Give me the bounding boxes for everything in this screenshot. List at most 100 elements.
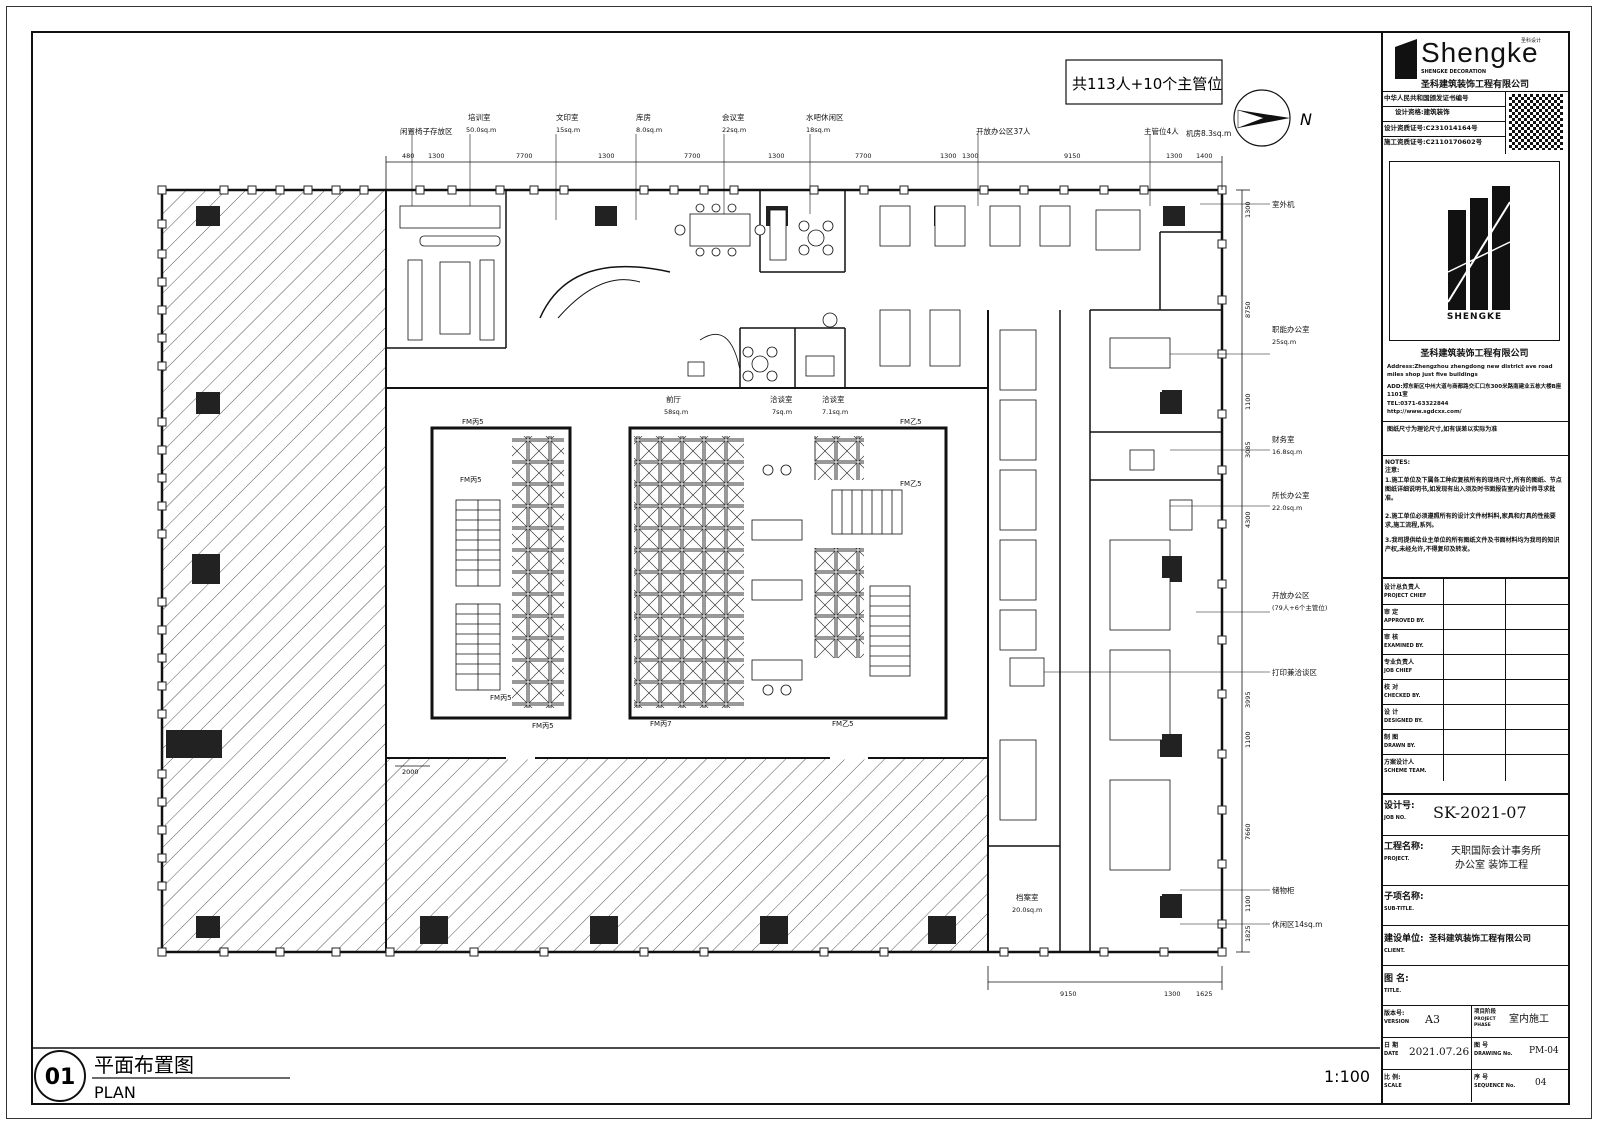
svg-text:N: N: [1300, 110, 1312, 129]
elevator-bank-3: [814, 436, 864, 480]
core-right: [628, 426, 948, 720]
role-en: DRAWN BY.: [1384, 743, 1416, 749]
sheet-outer-border: [6, 6, 1592, 1119]
core-tag: FM乙5: [900, 480, 922, 488]
phase-value: 室内施工: [1509, 1014, 1549, 1025]
role-cn: 审 定: [1384, 609, 1399, 616]
dark-cabinets: [1162, 390, 1182, 916]
label-storage: 库房: [636, 112, 651, 122]
dim-top-8: 1300: [940, 152, 957, 160]
job-number-row: 设计号: JOB NO. SK-2021-07: [1381, 793, 1568, 835]
label-finance: 财务室: [1272, 434, 1295, 444]
tel: TEL:0371-63322844: [1387, 401, 1449, 407]
cert-design: 设计资格:建筑装饰: [1395, 108, 1450, 116]
job-no-label: 设计号:: [1384, 801, 1415, 811]
role-en: DESIGNED BY.: [1384, 718, 1423, 724]
floor-plan: N 480 1300 7700 1300 7700 1300 7700 1300…: [31, 59, 1380, 1102]
area-lobby: 58sq.m: [664, 408, 688, 416]
figure-en: TITLE.: [1384, 988, 1402, 994]
dim-top-11: 1300: [1166, 152, 1183, 160]
label-docs: 文印室: [556, 112, 579, 122]
area-nego1: 7sq.m: [772, 408, 792, 416]
headcount-box: [1065, 59, 1223, 105]
website-link[interactable]: http://www.sgdcxx.com/: [1387, 409, 1462, 415]
project-en: PROJECT.: [1384, 856, 1410, 862]
label-archive: 档案室: [1016, 892, 1039, 902]
role-en: SCHEME TEAM.: [1384, 768, 1427, 774]
dim-top-6: 1300: [768, 152, 785, 160]
area-meeting: 22sq.m: [722, 126, 746, 134]
drawing-no-value: PM-04: [1529, 1046, 1559, 1056]
core-tag: FM丙5: [532, 722, 554, 730]
headcount-note: 共113人+10个主管位: [1072, 75, 1222, 93]
notes-block: NOTES: 注意: 1.施工单位及下属各工种应复核所有的现场尺寸,所有的图纸、…: [1381, 455, 1568, 573]
dim-right-7: 1100: [1244, 731, 1252, 748]
drawing-title-en: PLAN: [94, 1083, 136, 1102]
reception-curve-wall: [539, 265, 671, 319]
label-hr: 职能办公室: [1272, 324, 1310, 334]
core-tag: FM乙5: [832, 720, 854, 728]
drawing-no-label: 图 号: [1474, 1042, 1489, 1049]
subtitle-label: 子项名称:: [1384, 892, 1424, 902]
brand-small: 圣科设计: [1521, 38, 1542, 44]
scale-en: SCALE: [1384, 1083, 1402, 1089]
label-water-bar: 水吧休闲区: [806, 112, 844, 122]
elevator-bank-4: [814, 548, 864, 658]
dimension-lines: [385, 156, 1250, 990]
date-value: 2021.07.26: [1409, 1046, 1470, 1058]
dim-bottom-1: 9150: [1060, 990, 1077, 998]
figure-row: 图 名: TITLE.: [1381, 965, 1568, 1005]
address-en: Address:Zhengzhou zhengdong new district…: [1387, 364, 1553, 378]
core-tag: FM丙5: [460, 476, 482, 484]
dim-top-10: 9150: [1064, 152, 1081, 160]
label-nego1: 洽谈室: [770, 394, 793, 404]
subtitle-en: SUB-TITLE.: [1384, 906, 1414, 912]
phase-en: PROJECT PHASE: [1474, 1017, 1496, 1028]
meeting-room-furniture: [674, 203, 766, 257]
stairs: [455, 489, 911, 691]
dim-top-3: 7700: [516, 152, 533, 160]
dim-top-4: 1300: [598, 152, 615, 160]
dim-right-1: 1300: [1244, 201, 1252, 218]
area-training: 50.0sq.m: [466, 126, 496, 134]
client-en: CLIENT.: [1384, 948, 1405, 954]
version-en: VERSION: [1384, 1019, 1410, 1025]
project-line-2: 办公室 装饰工程: [1455, 860, 1529, 871]
dim-bottom-3: 1625: [1196, 990, 1213, 998]
sheet-inner-border: [31, 31, 1570, 1105]
dim-right-4: 3085: [1244, 441, 1252, 458]
version-row: 版本号: VERSION A3 项目阶段 PROJECT PHASE 室内施工: [1381, 1005, 1568, 1102]
notes-title: NOTES:: [1385, 459, 1411, 466]
elevator-bank-2: [634, 436, 744, 708]
date-label: 日 期: [1384, 1042, 1399, 1049]
project-row: 工程名称: PROJECT. 天职国际会计事务所 办公室 装饰工程: [1381, 835, 1568, 885]
workstations-middle: [999, 329, 1193, 871]
lobby-furniture: [687, 312, 838, 382]
role-en: EXAMINED BY.: [1384, 643, 1424, 649]
project-line-1: 天职国际会计事务所: [1451, 846, 1541, 857]
area-hr: 25sq.m: [1272, 338, 1296, 346]
dim-right-3: 1100: [1244, 393, 1252, 410]
dim-right-6: 3995: [1244, 691, 1252, 708]
logo-text: SHENGKE: [1446, 312, 1503, 322]
cert-no1: 设计资质证号:C231014164号: [1384, 124, 1478, 132]
area-finance: 16.8sq.m: [1272, 448, 1302, 456]
area-open-office-79: (79人+6个主管位): [1272, 603, 1327, 612]
area-storage: 8.0sq.m: [636, 126, 662, 134]
title-block-border: [1381, 33, 1568, 1103]
scale-label: 比 例:: [1384, 1074, 1401, 1081]
workstations-top: [879, 205, 1141, 367]
area-water-bar: 18sq.m: [806, 126, 830, 134]
note-2: 2.施工单位必须遵照所有的设计文件材料料,家具和灯具的性能要求,施工流程,系列。: [1385, 513, 1556, 529]
dim-right-10: 1825: [1244, 925, 1252, 942]
role-en: JOB CHIEF: [1384, 668, 1413, 674]
dim-top-2: 1300: [428, 152, 445, 160]
label-print-talk: 打印兼洽谈区: [1272, 667, 1317, 677]
figure-label: 图 名:: [1384, 974, 1409, 984]
seq-en: SEQUENCE No.: [1474, 1083, 1516, 1089]
label-lobby: 前厅: [666, 394, 681, 404]
core-tag: FM丙5: [462, 418, 484, 426]
project-label: 工程名称:: [1384, 842, 1424, 852]
cert-no2: 施工资质证号:C2110170602号: [1384, 138, 1483, 146]
elevator-bank-1: [512, 436, 564, 708]
